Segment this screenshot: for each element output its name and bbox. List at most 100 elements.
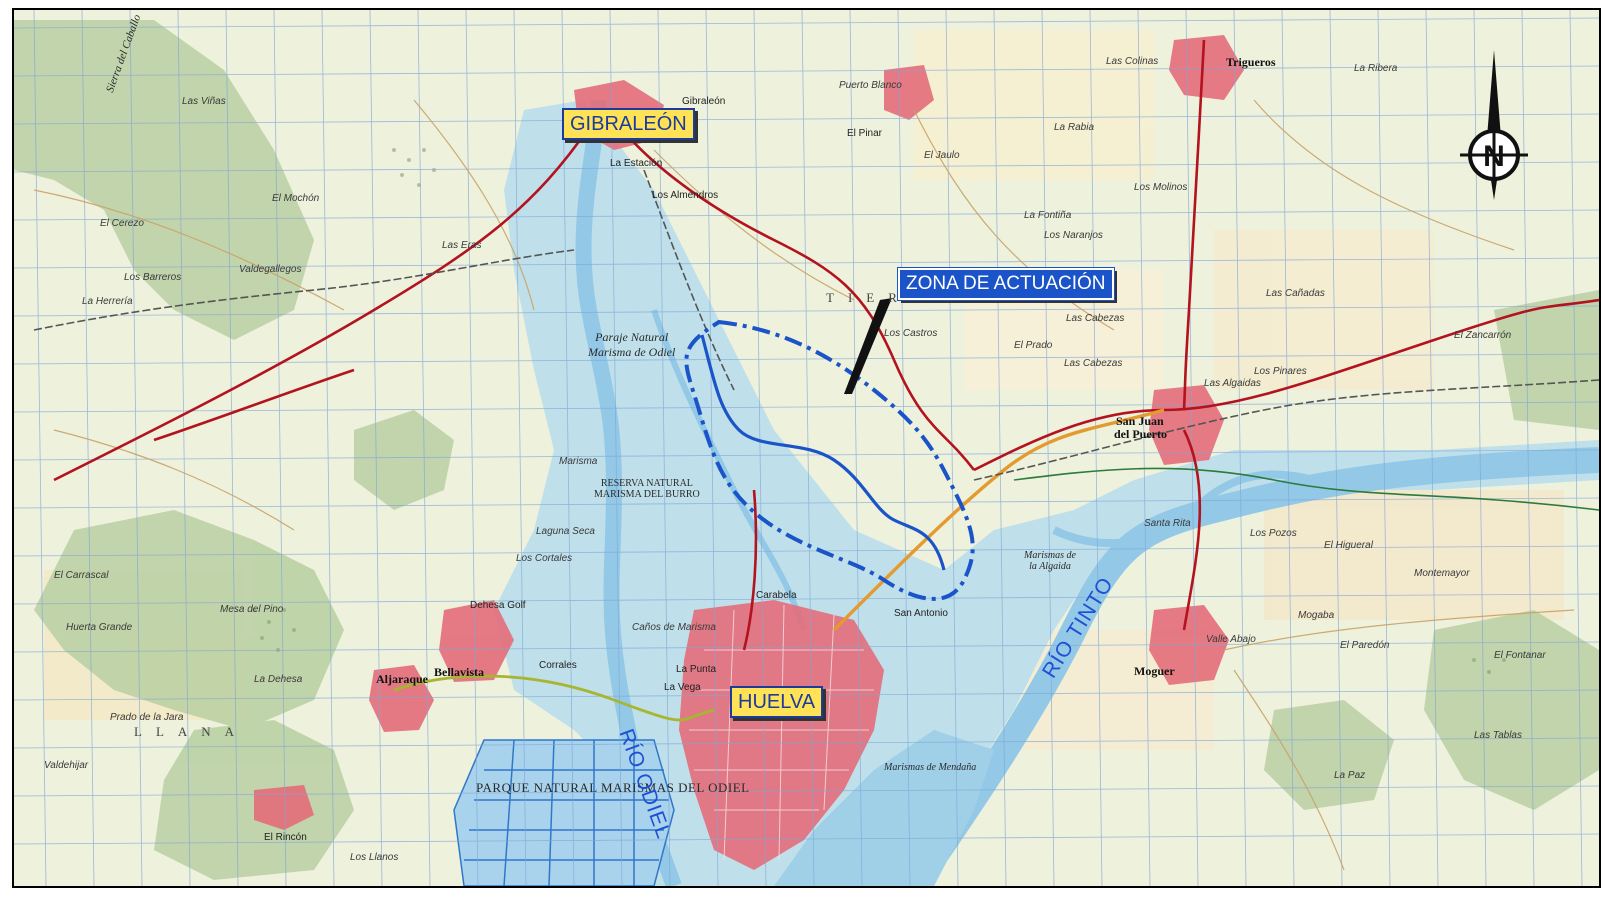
place-label: La Rabia [1054,122,1095,133]
place-label: Los Naranjos [1044,230,1103,241]
area-label-marismas-algaida: Marismas de la Algaida [1024,550,1076,572]
grid-line-horizontal [14,401,1599,413]
grid-line-horizontal [14,353,1599,365]
place-label: Los Molinos [1134,182,1188,193]
place-label: Valdegallegos [239,264,302,275]
grid-line-horizontal [14,161,1599,173]
coordinate-grid [14,10,1599,886]
urban-el-pinar [884,65,934,120]
place-label: El Higueral [1324,540,1373,551]
grid-line-vertical [993,10,1007,886]
place-label: La Paz [1334,770,1366,781]
town-label-dehesa-golf: Dehesa Golf [470,600,526,611]
town-label-moguer: Moguer [1134,664,1175,678]
place-label: Caños de Marisma [632,622,716,633]
town-label-el-pinar: El Pinar [847,128,883,139]
grid-line-horizontal [14,209,1599,221]
zona-actuacion-boundary [684,319,975,601]
place-label: Montemayor [1414,568,1470,579]
urban-moguer [1149,605,1229,685]
place-label: Huerta Grande [66,622,133,633]
main-roads [53,39,1599,651]
town-label-gibraleon-small: Gibraleón [682,96,726,107]
town-label-san-juan-2: del Puerto [1114,427,1167,441]
area-label-reserva-1: RESERVA NATURAL [600,478,693,489]
grid-line-horizontal [14,305,1599,317]
place-label: Los Pinares [1254,366,1307,377]
grid-line-vertical [1041,10,1055,886]
place-label: Los Castros [884,328,938,339]
place-label: Las Tablas [1474,730,1522,741]
highway [393,408,1165,722]
grid-line-horizontal [14,497,1599,509]
place-label: Las Cabezas [1066,313,1125,324]
green-trail [1013,467,1599,511]
salt-pans [453,739,675,886]
place-label: Laguna Seca [536,526,595,537]
town-label-aljaraque: Aljaraque [376,672,428,686]
grid-line-vertical [417,10,431,886]
grid-line-vertical [177,10,191,886]
grid-line-vertical [1425,10,1439,886]
grid-line-vertical [897,10,911,886]
grid-line-vertical [225,10,239,886]
place-label: El Carrascal [54,570,109,581]
area-label-paraje: Paraje Natural Marisma de Odiel [588,330,675,360]
railways [33,169,1599,481]
topographic-map [14,10,1599,886]
town-label-la-estacion: La Estación [610,158,663,169]
place-label: Mesa del Pino [220,604,284,615]
callout-huelva: HUELVA [730,686,824,718]
place-label: El Mochón [272,193,320,204]
grid-line-horizontal [14,641,1599,653]
place-label: Prado de la Jara [110,712,184,723]
grid-line-vertical [1377,10,1391,886]
town-label-san-juan: San Juan [1116,414,1164,428]
grid-line-vertical [705,10,719,886]
place-label: Los Llanos [350,852,399,863]
place-label: El Cerezo [100,218,144,229]
grid-line-vertical [1137,10,1151,886]
scrub-texture [252,148,1506,674]
minor-roads [33,99,1575,871]
town-label-trigueros: Trigueros [1226,55,1276,69]
place-label: Las Cabezas [1064,358,1123,369]
grid-line-vertical [513,10,527,886]
place-label: La Herrería [82,296,133,307]
grid-line-horizontal [14,113,1599,125]
grid-line-vertical [273,10,287,886]
north-arrow-graphic: N [1460,50,1528,200]
urban-el-rincon [254,785,314,830]
hill-areas [14,20,1599,880]
place-label: El Jaulo [924,150,960,161]
area-label-marismas-algaida-1: Marismas de [1024,550,1076,561]
place-label: Puerto Blanco [839,80,902,91]
grid-line-vertical [945,10,959,886]
grid-line-vertical [849,10,863,886]
area-label-llana-west: LLANA [134,724,249,739]
zona-callout-leader-arrowhead [844,298,892,394]
grid-line-horizontal [14,737,1599,749]
place-label: Las Colinas [1106,56,1159,67]
area-label-paraje-1: Paraje Natural [595,330,669,344]
grid-line-horizontal [14,833,1599,845]
grid-line-vertical [465,10,479,886]
grid-line-vertical [33,10,47,886]
town-label-los-almendros: Los Almendros [652,190,719,201]
place-label: Las Eras [442,240,482,251]
urban-aljaraque [369,665,434,732]
grid-line-vertical [753,10,767,886]
grid-line-vertical [1089,10,1103,886]
place-label: Las Viñas [182,96,226,107]
urban-bellavista [439,600,514,682]
north-arrow-letter: N [1483,140,1505,173]
town-label-carabela: Carabela [756,590,797,601]
area-label-paraje-2: Marisma de Odiel [588,345,676,359]
grid-line-horizontal [14,785,1599,797]
place-label: Santa Rita [1144,518,1191,529]
place-label: Valdehijar [44,760,89,771]
area-label-marismas-mendana: Marismas de Mendaña [884,762,977,773]
grid-line-horizontal [14,545,1599,557]
place-label: La Fontiña [1024,210,1072,221]
grid-line-vertical [561,10,575,886]
